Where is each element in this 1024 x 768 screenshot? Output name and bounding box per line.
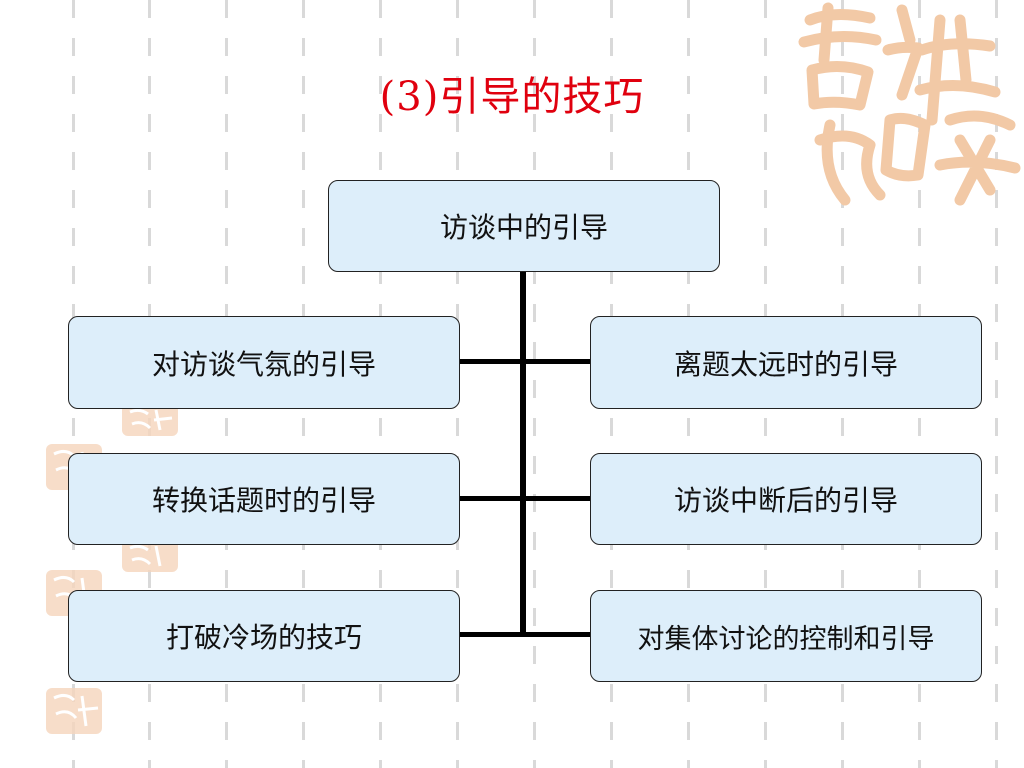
left-node-1: 对访谈气氛的引导 — [68, 316, 460, 409]
right-node-3: 对集体讨论的控制和引导 — [590, 590, 982, 682]
small-stamp-logo — [122, 404, 178, 436]
slide-title: (3)引导的技巧 — [379, 74, 645, 120]
node-label: 离题太远时的引导 — [673, 347, 898, 381]
small-stamp-logo — [122, 540, 178, 572]
branch-connector — [460, 496, 591, 501]
branch-connector — [460, 359, 591, 364]
auspicious-stamp-logo — [798, 2, 1021, 206]
root-node: 访谈中的引导 — [328, 180, 720, 272]
left-node-2: 转换话题时的引导 — [68, 453, 460, 545]
left-node-3: 打破冷场的技巧 — [68, 590, 460, 682]
node-label: 对访谈气氛的引导 — [151, 347, 376, 381]
right-node-1: 离题太远时的引导 — [590, 316, 982, 409]
node-label: 访谈中断后的引导 — [673, 484, 898, 517]
branch-connector — [460, 632, 591, 637]
node-label: 打破冷场的技巧 — [165, 621, 362, 654]
root-node-label: 访谈中的引导 — [439, 211, 608, 244]
node-label: 转换话题时的引导 — [151, 484, 376, 517]
trunk-connector — [520, 271, 526, 635]
right-node-2: 访谈中断后的引导 — [590, 453, 982, 545]
small-stamp-logo — [46, 688, 102, 734]
node-label: 对集体讨论的控制和引导 — [637, 623, 935, 655]
